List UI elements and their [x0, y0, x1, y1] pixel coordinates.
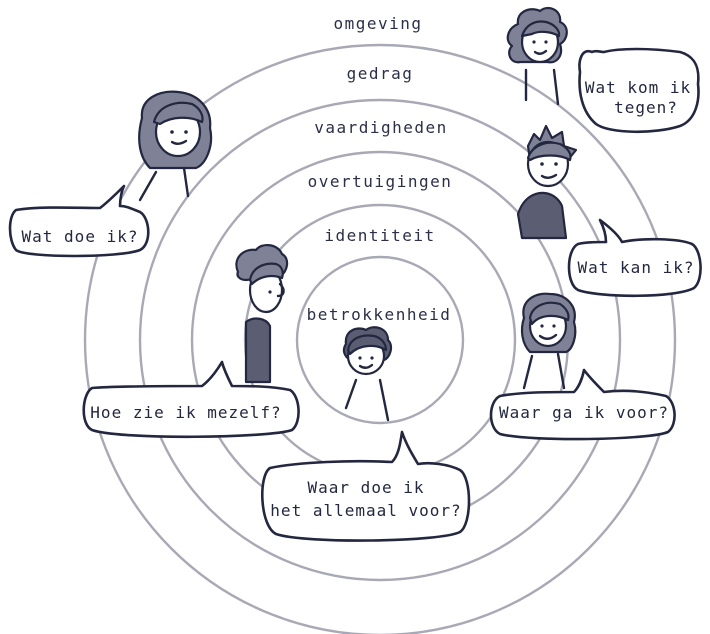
question-omgeving-line2: tegen?	[614, 98, 678, 117]
question-gedrag: Wat doe ik?	[22, 227, 139, 246]
label-vaardigheden: vaardigheden	[314, 118, 448, 137]
question-identiteit: Hoe zie ik mezelf?	[90, 403, 281, 422]
person-curly-hair-icon	[506, 6, 568, 106]
layer-labels: omgeving gedrag vaardigheden overtuiging…	[307, 14, 453, 324]
person-bob-hair-icon	[520, 292, 577, 390]
ring-omgeving	[83, 43, 677, 634]
question-omgeving-line1: Wat kom ik	[585, 78, 691, 97]
bubble-overtuigingen: Waar ga ik voor?	[489, 368, 676, 441]
bubble-omgeving: Wat kom ik tegen?	[578, 47, 700, 134]
question-betrokkenheid-line2: het allemaal voor?	[270, 501, 461, 520]
ring-gedrag	[138, 98, 622, 582]
label-overtuigingen: overtuigingen	[308, 172, 453, 191]
label-betrokkenheid: betrokkenheid	[307, 305, 452, 324]
rings	[83, 43, 677, 634]
bubble-vaardigheden: Wat kan ik?	[567, 218, 702, 298]
question-overtuigingen: Waar ga ik voor?	[499, 403, 669, 422]
person-short-hair-icon	[342, 326, 393, 422]
person-wavy-hair-icon	[235, 244, 289, 384]
ring-identiteit	[295, 255, 465, 425]
bubble-identiteit: Hoe zie ik mezelf?	[82, 360, 300, 439]
label-omgeving: omgeving	[333, 14, 422, 33]
question-betrokkenheid-line1: Waar doe ik	[308, 478, 425, 497]
label-identiteit: identiteit	[324, 226, 435, 245]
label-gedrag: gedrag	[347, 64, 414, 83]
person-spiky-hair-icon	[516, 124, 578, 240]
question-vaardigheden: Wat kan ik?	[578, 258, 695, 277]
bubble-gedrag: Wat doe ik?	[8, 184, 150, 258]
person-long-hair-icon	[138, 90, 213, 202]
bubble-betrokkenheid: Waar doe ik het allemaal voor?	[261, 430, 471, 542]
